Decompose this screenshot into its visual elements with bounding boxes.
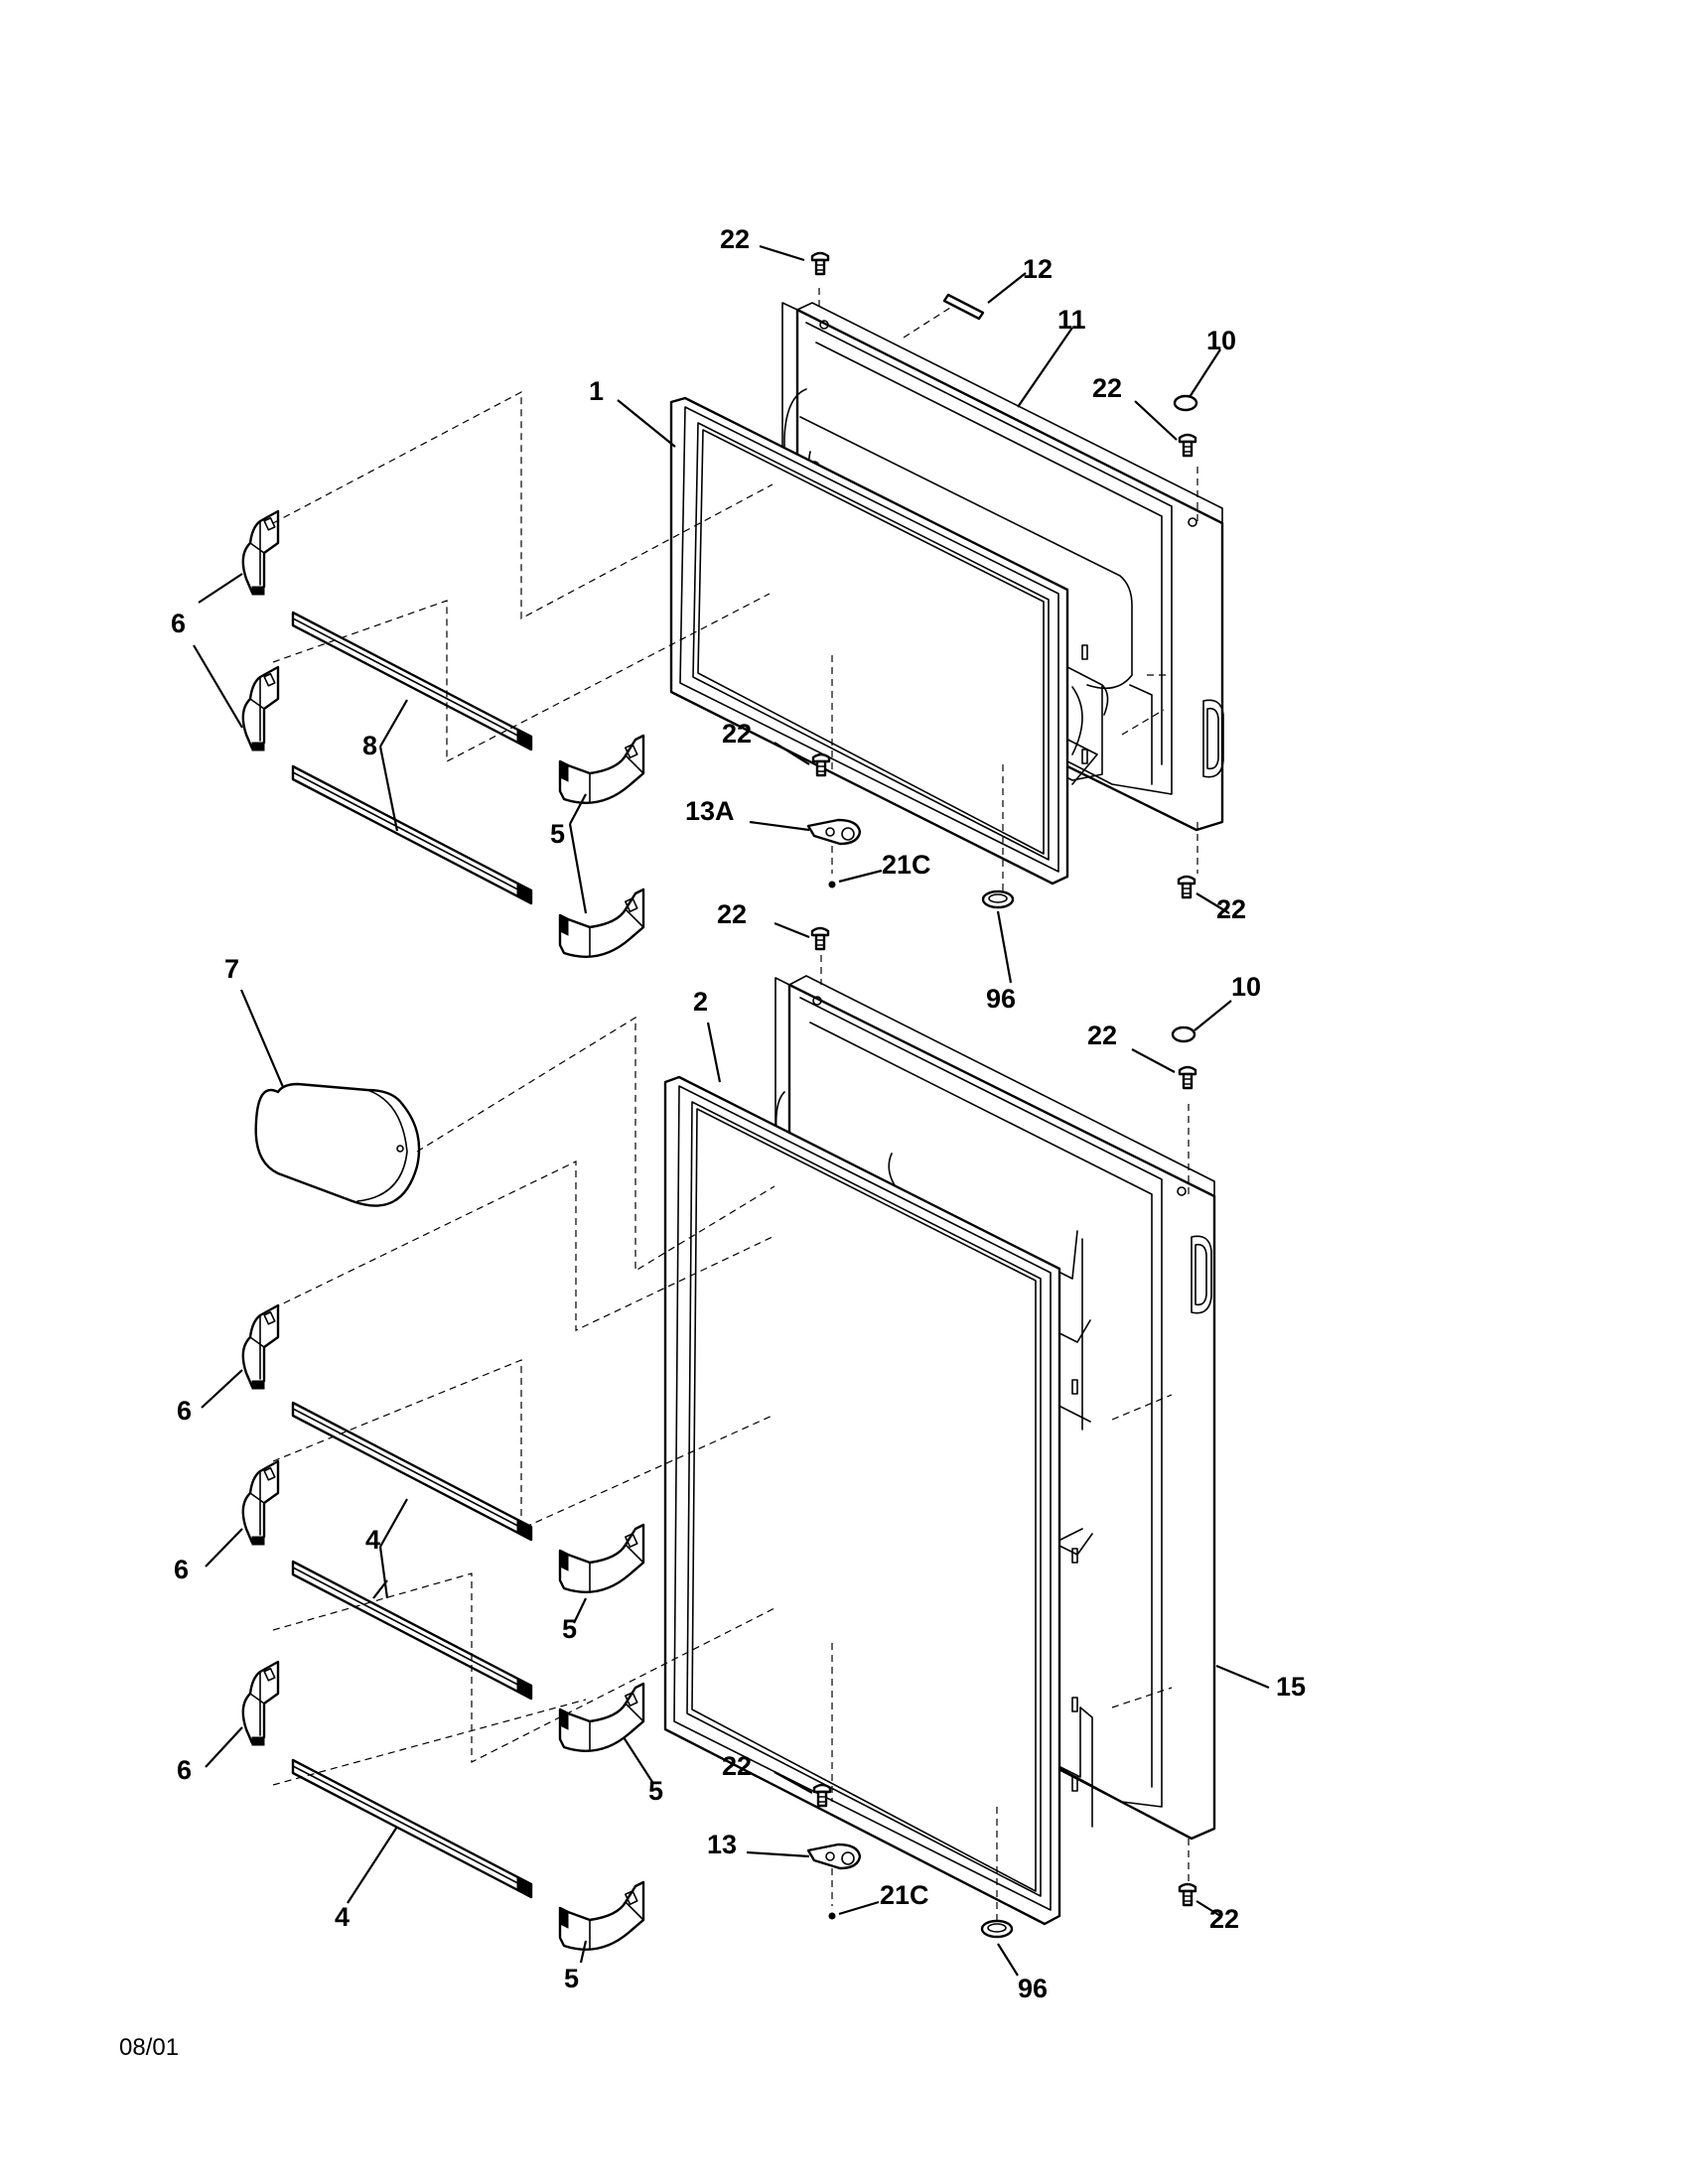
callout-22: 22 (722, 1751, 752, 1781)
freezer-door-gasket (669, 396, 1069, 886)
callout-5: 5 (562, 1614, 577, 1644)
right-end-bracket-3 (558, 1523, 645, 1594)
callout-6: 6 (177, 1755, 192, 1785)
left-end-bracket-5 (241, 1660, 280, 1747)
right-end-bracket-1 (558, 734, 645, 805)
left-end-bracket-2 (241, 665, 280, 752)
callout-22: 22 (1209, 1904, 1239, 1934)
nameplate-12 (942, 293, 985, 321)
freezer-shelf-bar-lower (291, 764, 533, 905)
dairy-container (254, 1082, 421, 1207)
callout-13a: 13A (685, 796, 735, 826)
top-screw-fresh-food (810, 926, 830, 951)
callout-22: 22 (717, 899, 747, 929)
fresh-food-door-gasket (663, 1075, 1061, 1926)
right-end-bracket-2 (558, 887, 645, 959)
callout-22: 22 (1216, 894, 1246, 924)
callout-10: 10 (1231, 972, 1261, 1002)
callout-4: 4 (365, 1525, 380, 1555)
bushing-freezer (981, 889, 1015, 909)
callout-22: 22 (720, 224, 750, 254)
callout-5: 5 (564, 1964, 579, 1993)
callout-5: 5 (550, 819, 565, 849)
callout-labels: 22 12 11 10 22 1 6 8 22 13A 5 21C 22 22 … (171, 224, 1306, 2003)
callout-22: 22 (1092, 373, 1122, 403)
fresh-food-shelf-bar-1 (291, 1401, 533, 1542)
assembly-guide-lines (272, 288, 1198, 1931)
date-code: 08/01 (119, 2034, 179, 2061)
callout-96: 96 (986, 984, 1016, 1014)
bottom-screw-fresh-food (1178, 1882, 1197, 1907)
right-end-bracket-4 (558, 1682, 645, 1753)
callout-12: 12 (1023, 254, 1053, 284)
callout-22: 22 (1087, 1021, 1117, 1050)
callout-2: 2 (693, 987, 708, 1017)
callout-7: 7 (224, 954, 239, 984)
bushing-fresh-food (980, 1919, 1014, 1939)
hole-plug-fresh-food (1171, 1025, 1196, 1043)
left-end-bracket-1 (241, 509, 280, 597)
fresh-food-shelf-bar-2 (291, 1560, 533, 1701)
bottom-screw-freezer (1177, 875, 1196, 899)
pin-21c-fresh-food (828, 1912, 836, 1920)
left-end-bracket-4 (241, 1459, 280, 1547)
callout-21c: 21C (882, 850, 931, 880)
left-end-bracket-3 (241, 1303, 280, 1391)
callout-22: 22 (722, 719, 752, 749)
callout-21c: 21C (880, 1880, 929, 1910)
pin-21c-freezer (828, 881, 836, 888)
leader-lines (193, 244, 1270, 1977)
callout-10: 10 (1206, 326, 1236, 355)
callout-8: 8 (362, 731, 377, 760)
callout-1: 1 (589, 376, 604, 406)
callout-6: 6 (174, 1555, 189, 1584)
hinge-13a (806, 818, 862, 846)
callout-6: 6 (177, 1396, 192, 1426)
hinge-13 (806, 1843, 862, 1870)
callout-15: 15 (1276, 1672, 1306, 1702)
freezer-shelf-bar-upper (291, 611, 533, 751)
callout-13: 13 (707, 1830, 737, 1859)
callout-96: 96 (1018, 1974, 1048, 2003)
callout-4: 4 (335, 1902, 350, 1932)
callout-6: 6 (171, 609, 186, 638)
side-screw-fresh-food (1178, 1065, 1197, 1090)
top-screw-freezer (810, 251, 830, 276)
callout-11: 11 (1057, 305, 1086, 335)
right-end-bracket-5 (558, 1880, 645, 1952)
fresh-food-shelf-bar-3 (291, 1758, 533, 1899)
callout-5: 5 (648, 1776, 663, 1806)
hole-plug-freezer (1173, 394, 1198, 412)
side-screw-freezer (1178, 433, 1197, 458)
